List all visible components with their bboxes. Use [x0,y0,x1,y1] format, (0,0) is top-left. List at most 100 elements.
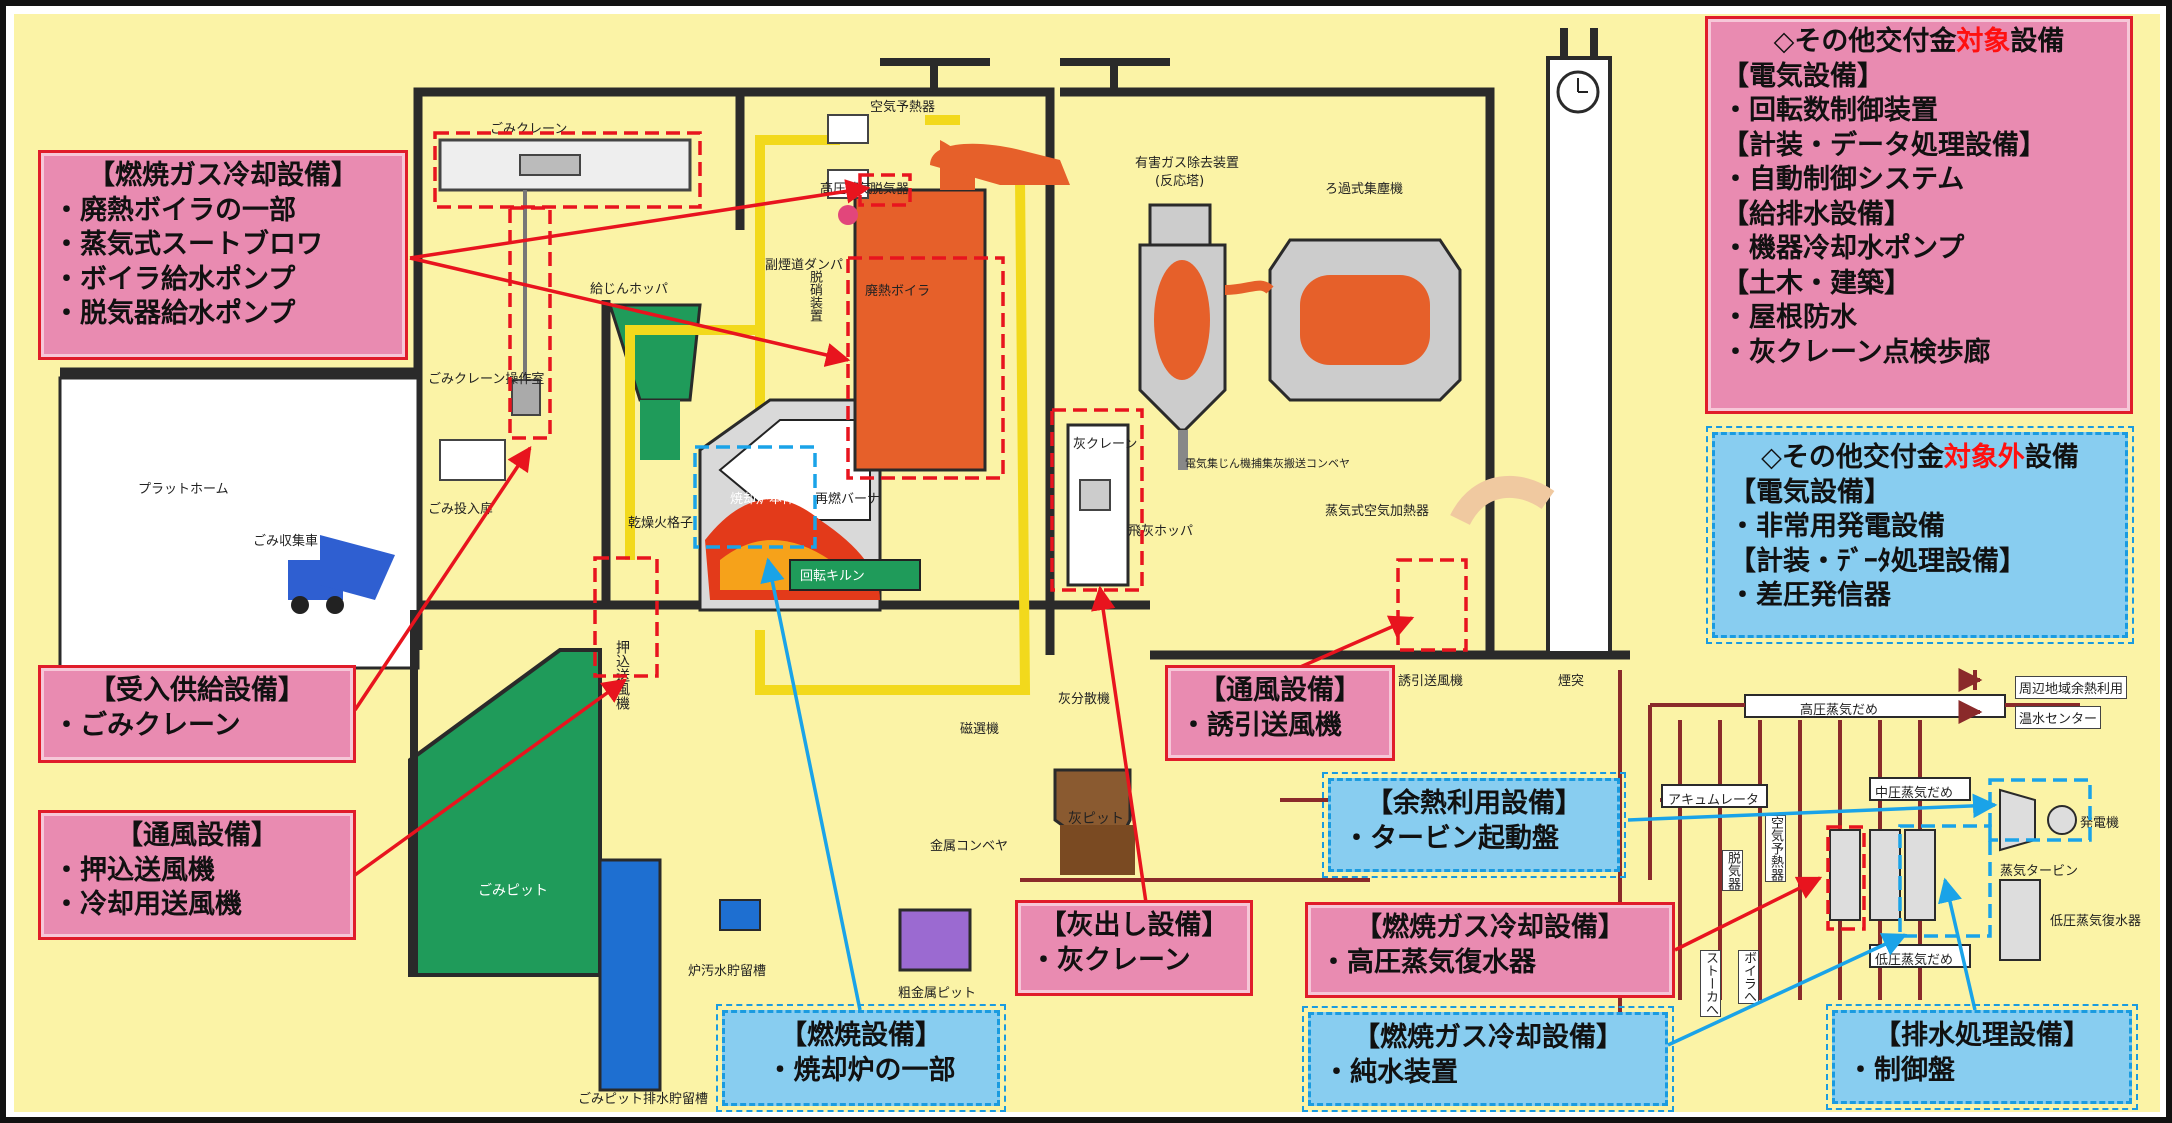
plant-label-ash-crane: 灰クレーン [1073,437,1138,452]
callout-item: ・押込送風機 [53,854,215,886]
plant-label-waste-boiler: 廃熱ボイラ [865,284,931,299]
plant-label-tipping-door: ごみ投入扉 [428,502,494,517]
callout-item: ・制御盤 [1847,1054,1955,1086]
plant-label-deaerator-v: 脱気器 [1722,850,1743,891]
plant-label-bag-filter: ろ過式集塵機 [1325,182,1404,197]
callout-title: 【燃焼ガス冷却設備】 [1355,912,1625,943]
callout-item: 【電気設備】 [1729,476,1891,508]
plant-label-hp-steam-header: 高圧蒸気だめ [1800,703,1879,718]
reaction-tower [1138,203,1227,470]
condenser-units [1829,788,2077,961]
callout-item: 【電気設備】 [1722,60,1884,92]
callout-title: 【燃焼設備】 [780,1020,942,1051]
callout-item: ・差圧発信器 [1729,580,1891,612]
callout-item: 【計装・ﾃﾞｰﾀ処理設備】 [1729,545,2026,577]
chimney [1450,56,1612,655]
callout-draft-left: 【通風設備】 ・押込送風機 ・冷却用送風機 [38,810,356,940]
callout-item: ・誘引送風機 [1180,709,1342,741]
garbage-truck [288,535,395,614]
callout-title: 【余熱利用設備】 [1366,788,1582,819]
callout-item: ・灰クレーン [1030,944,1191,976]
callout-item: ・タービン起動盤 [1343,822,1559,854]
callout-item: ・非常用発電設備 [1729,511,1945,543]
callout-ash: 【灰出し設備】 ・灰クレーン [1015,900,1253,996]
callout-item: ・回転数制御装置 [1722,95,1938,127]
plant-label-district-heat: 周辺地域余熱利用 [2015,676,2128,699]
plant-label-reburner: 再燃バーナ [815,492,881,507]
callout-item: 【計装・データ処理設備】 [1722,129,2046,161]
plant-label-ep-conveyor: 電気集じん機捕集灰搬送コンベヤ [1185,457,1350,470]
plant-label-turbine: 蒸気タービン [2000,864,2079,879]
callout-item: ・純水装置 [1323,1056,1458,1088]
callout-item: ・廃熱ボイラの一部 [53,194,296,226]
plant-label-lp-steam-header: 低圧蒸気だめ [1875,953,1954,968]
plant-label-lp-condenser: 低圧蒸気復水器 [2050,914,2142,929]
plant-label-to-boiler: ボイラへ [1738,950,1759,1004]
heading-suffix: 設備 [2010,26,2065,57]
callout-heat-recovery: 【余熱利用設備】 ・タービン起動盤 [1322,772,1626,878]
callout-cooling-left: 【燃焼ガス冷却設備】 ・廃熱ボイラの一部 ・蒸気式スートブロワ ・ボイラ給水ポン… [38,150,408,360]
callout-cooling-pure-water: 【燃焼ガス冷却設備】 ・純水装置 [1302,1006,1674,1112]
plant-label-mp-steam-header: 中圧蒸気だめ [1875,786,1954,801]
callout-receiving: 【受入供給設備】 ・ごみクレーン [38,665,356,763]
plant-label-bypass-damper: 副煙道ダンパ [765,258,844,273]
metal-pit [898,908,972,972]
roof-vents [880,28,1598,92]
callout-heading: ◇その他交付金対象設備 [1722,25,2116,60]
heading-suffix: 設備 [2024,442,2079,473]
callout-item: ・ボイラ給水ポンプ [53,263,296,295]
callout-item: ・屋根防水 [1722,302,1857,334]
plant-label-denox: 脱硝装置 [807,270,822,322]
callout-item: ・脱気器給水ポンプ [53,298,296,330]
plant-label-drying-grate: 乾燥火格子 [628,516,694,531]
heading-highlight: 対象外 [1943,442,2025,473]
plant-label-reaction-tower-sub: (反応塔) [1155,174,1205,189]
callout-other-non-target: ◇その他交付金対象外設備 【電気設備】 ・非常用発電設備 【計装・ﾃﾞｰﾀ処理設… [1706,426,2134,644]
callout-heading: ◇その他交付金対象外設備 [1729,441,2111,476]
plant-label-crane-control: ごみクレーン操作室 [428,372,545,387]
callout-item: ・機器冷却水ポンプ [1722,233,1965,265]
callout-item: 【土木・建築】 [1722,267,1911,299]
plant-label-ash-pit: 灰ピット [1068,811,1124,827]
callout-drainage: 【排水処理設備】 ・制御盤 [1826,1004,2138,1110]
plant-label-reaction-tower: 有害ガス除去装置 [1135,156,1240,171]
callout-title: 【通風設備】 [1199,675,1361,706]
plant-label-furnace-wastewater: 炉汚水貯留槽 [688,964,767,979]
callout-draft-right: 【通風設備】 ・誘引送風機 [1165,665,1395,761]
plant-label-garbage-pit: ごみピット [478,883,548,899]
callout-item: ・ごみクレーン [53,709,241,741]
plant-label-ash-dispersion: 灰分散機 [1058,692,1111,707]
callout-title: 【燃焼ガス冷却設備】 [88,160,358,191]
plant-label-to-stoker: ストーカへ [1700,950,1721,1017]
plant-label-steam-air-heater: 蒸気式空気加熱器 [1325,504,1430,519]
callout-combustion: 【燃焼設備】 ・焼却炉の一部 [716,1004,1006,1112]
plant-label-air-preheater: 空気予熱器 [870,100,936,115]
plant-label-furnace-body: 焼却炉本体 [730,492,796,507]
plant-label-rough-metal-pit: 粗金属ピット [898,986,977,1001]
heading-highlight: 対象 [1956,26,2011,57]
plant-label-chimney: 煙突 [1558,674,1585,689]
callout-item: ・高圧蒸気復水器 [1320,946,1536,978]
platform-area [58,376,420,670]
plant-label-platform: プラットホーム [138,482,229,497]
waste-heat-boiler [827,114,1070,472]
plant-label-magnetic-separator: 磁選機 [960,722,1000,737]
callout-title: 【受入供給設備】 [89,675,305,706]
heading-prefix: ◇その他交付金 [1761,442,1944,473]
callout-title: 【燃焼ガス冷却設備】 [1353,1022,1623,1053]
pit-drainage-tank [598,858,662,1092]
callout-other-target: ◇その他交付金対象設備 【電気設備】 ・回転数制御装置 【計装・データ処理設備】… [1705,16,2133,414]
plant-label-hopper: 給じんホッパ [590,282,669,297]
callout-title: 【灰出し設備】 [1039,910,1229,941]
callout-cooling-hp-condenser: 【燃焼ガス冷却設備】 ・高圧蒸気復水器 [1305,902,1675,998]
plant-label-rotary-kiln: 回転キルン [800,569,865,584]
callout-item: ・灰クレーン点検歩廊 [1722,336,1991,368]
callout-item: ・冷却用送風機 [53,889,242,921]
callout-title: 【排水処理設備】 [1874,1020,2090,1051]
plant-label-accumulator: アキュムレータ [1668,793,1760,808]
ash-handling [1053,423,1135,875]
callout-item: 【給排水設備】 [1722,198,1911,230]
